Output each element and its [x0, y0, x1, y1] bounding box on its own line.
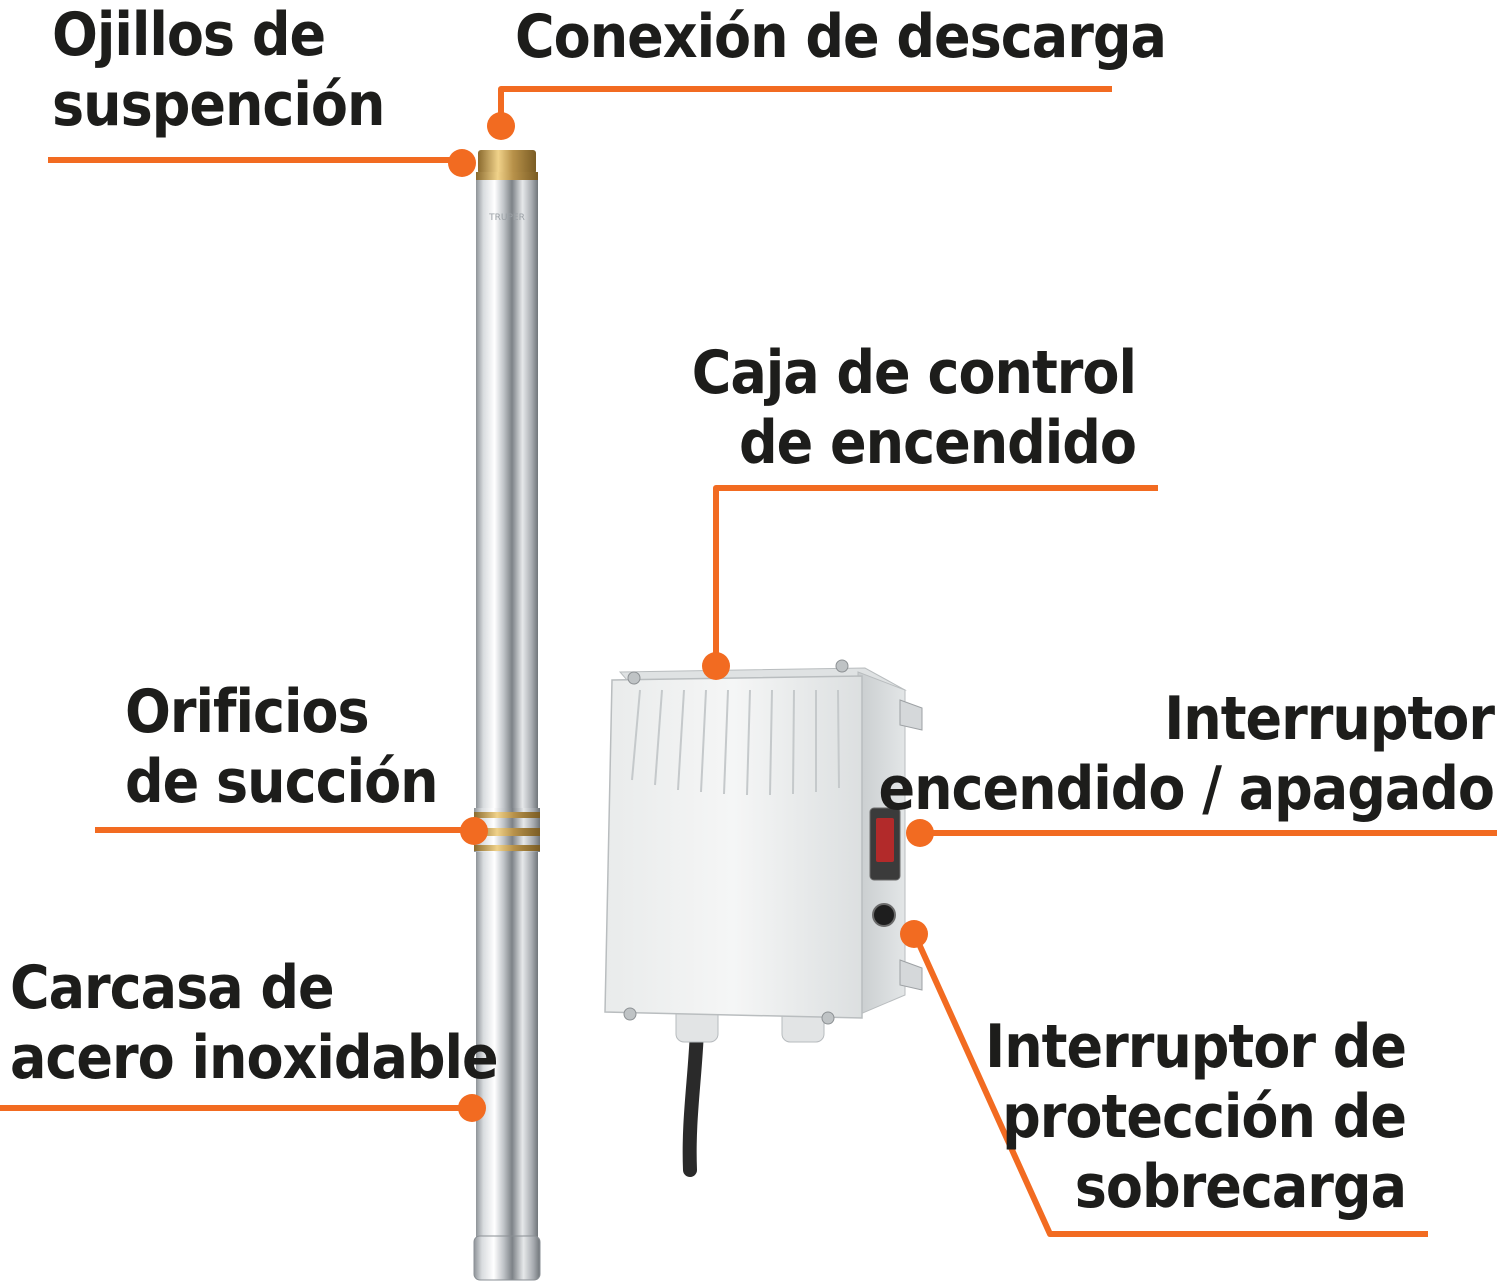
label-ojillos-line-1: Ojillos de — [52, 0, 326, 70]
box-screw-tl — [627, 671, 641, 685]
label-interruptor-line-1: Interruptor — [1164, 684, 1495, 754]
label-proteccion: Interruptor de protección de sobrecarga — [985, 1012, 1407, 1222]
dot-interruptor — [906, 819, 934, 847]
label-ojillos: Ojillos de suspención — [52, 0, 385, 140]
label-ojillos-line-2: suspención — [52, 70, 385, 140]
dot-carcasa — [458, 1094, 486, 1122]
label-interruptor: Interruptor encendido / apagado — [878, 684, 1495, 824]
pump-upper-body — [476, 180, 538, 810]
label-proteccion-line-2: protección de — [1002, 1082, 1407, 1152]
label-caja-line-2: de encendido — [738, 408, 1137, 478]
overload-button[interactable] — [872, 903, 896, 927]
label-orificios-line-1: Orificios — [125, 677, 370, 747]
pump-lower-body — [476, 852, 538, 1242]
label-descarga-line-1: Conexión de descarga — [515, 2, 1167, 72]
label-proteccion-line-1: Interruptor de — [985, 1012, 1407, 1082]
mount-bracket-bottom — [899, 959, 923, 991]
label-carcasa-line-1: Carcasa de — [10, 953, 335, 1023]
label-caja: Caja de control de encendido — [691, 338, 1137, 478]
brand-logo: TRUPER — [488, 213, 525, 223]
callout-line-caja — [713, 485, 1158, 665]
control-box — [604, 659, 923, 1177]
box-ribs — [631, 689, 840, 796]
box-screw-br — [821, 1011, 835, 1025]
label-orificios: Orificios de succión — [125, 677, 439, 817]
pump-top-fitting — [478, 150, 536, 174]
box-screw-bl — [623, 1007, 637, 1021]
mount-bracket-top — [899, 699, 923, 731]
label-caja-line-1: Caja de control — [691, 338, 1137, 408]
dot-descarga — [487, 112, 515, 140]
power-cable — [682, 1023, 704, 1177]
box-screw-tr — [835, 659, 849, 673]
submersible-pump: TRUPER — [473, 150, 541, 1281]
label-carcasa: Carcasa de acero inoxidable — [10, 953, 499, 1093]
label-carcasa-line-2: acero inoxidable — [10, 1023, 499, 1093]
box-front-face — [604, 675, 863, 1019]
suction-band-3 — [474, 845, 540, 851]
label-interruptor-line-2: encendido / apagado — [878, 754, 1495, 824]
label-proteccion-line-3: sobrecarga — [1074, 1152, 1407, 1222]
label-orificios-line-2: de succión — [125, 747, 439, 817]
callout-dots — [448, 112, 934, 1122]
dot-proteccion — [900, 920, 928, 948]
pump-bottom-cap — [473, 1235, 541, 1281]
callout-line-descarga — [498, 86, 1112, 125]
suction-band-1 — [474, 812, 540, 818]
dot-caja — [702, 652, 730, 680]
label-descarga: Conexión de descarga — [515, 2, 1167, 72]
on-off-switch[interactable] — [876, 818, 894, 862]
dot-orificios — [460, 817, 488, 845]
dot-ojillos — [448, 149, 476, 177]
pump-top-band — [476, 172, 538, 180]
suction-band-2 — [474, 828, 540, 836]
callout-line-proteccion — [912, 933, 1428, 1237]
callouts — [0, 86, 1497, 1237]
